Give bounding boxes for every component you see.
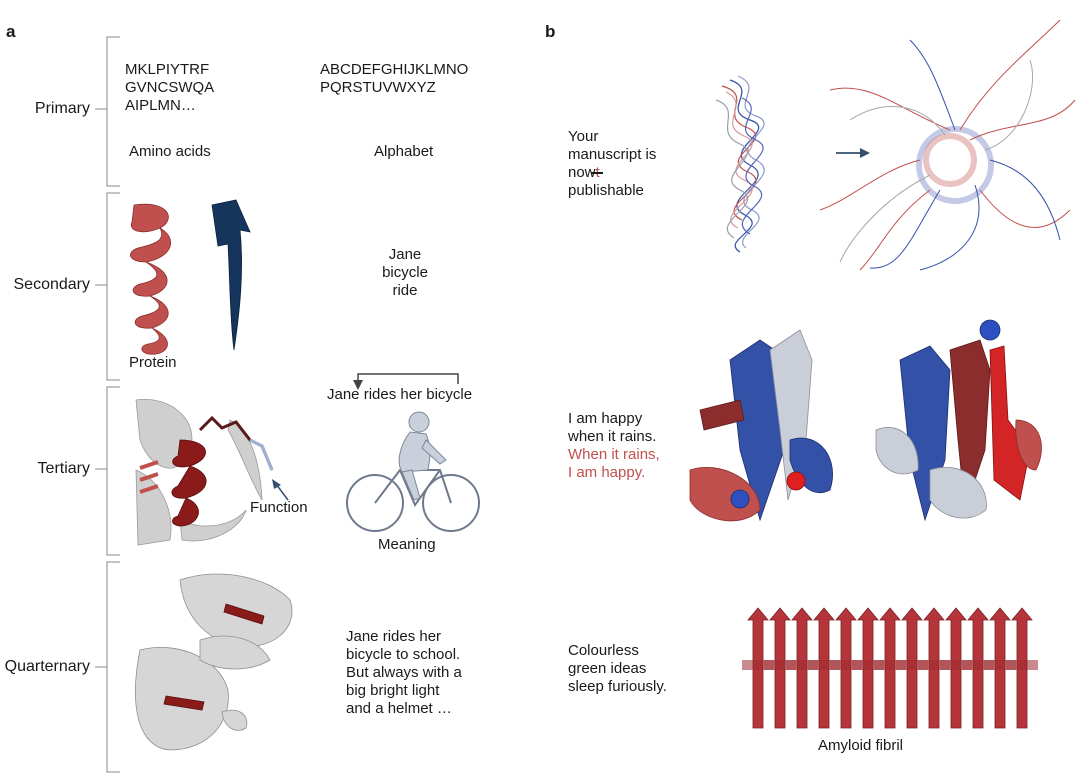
- disordered-ensemble-icon: [819, 19, 1076, 271]
- meaning-label: Meaning: [378, 536, 436, 553]
- fibril-cross-strand: [1006, 660, 1038, 670]
- panel-b-letter: b: [545, 22, 556, 41]
- function-label: Function: [250, 499, 308, 516]
- amino-acid-sequence: MKLPIYTRF GVNCSWQA AIPLMN…: [125, 61, 214, 115]
- quaternary-paragraph: Jane rides her bicycle to school. But al…: [346, 628, 462, 718]
- secondary-words: Jane bicycle ride: [360, 246, 450, 300]
- paragraph-line: bicycle to school.: [346, 646, 461, 663]
- amyloid-fibril-label: Amyloid fibril: [818, 737, 904, 754]
- level-label-secondary: Secondary: [13, 276, 91, 293]
- sequence-line: MKLPIYTRF: [125, 61, 210, 78]
- paragraph-line: Jane rides her: [346, 628, 442, 645]
- panel-a-letter: a: [6, 22, 16, 41]
- bracket-arrowhead-icon: [353, 380, 363, 390]
- rain-line-red: I am happy.: [568, 464, 646, 481]
- protein-fold-a-icon: [689, 329, 833, 522]
- tertiary-sentence: Jane rides her bicycle: [327, 386, 473, 403]
- amyloid-fibril-icon: [742, 607, 1038, 729]
- alphabet-caption: Alphabet: [374, 143, 434, 160]
- protein-label: Protein: [129, 354, 177, 371]
- beta-strand-icon: [211, 199, 251, 351]
- sequence-line: AIPLMN…: [125, 97, 196, 114]
- colourless-line: Colourless: [568, 642, 639, 659]
- now-word: now: [568, 164, 596, 181]
- manuscript-line: Your: [568, 128, 599, 145]
- amino-acids-caption: Amino acids: [129, 143, 211, 160]
- rain-line: I am happy: [568, 410, 643, 427]
- secondary-word: ride: [392, 282, 418, 299]
- rain-line-red: When it rains,: [568, 446, 660, 463]
- colourless-sentence: Colourless green ideas sleep furiously.: [568, 642, 667, 696]
- transition-arrow-icon: [860, 148, 870, 158]
- level-label-quarternary: Quarternary: [4, 658, 90, 675]
- colourless-line: green ideas: [568, 660, 647, 677]
- sequence-line: GVNCSWQA: [125, 79, 215, 96]
- alphabet-line: PQRSTUVWXYZ: [320, 79, 436, 96]
- cyclist-icon: [346, 469, 480, 532]
- level-label-primary: Primary: [34, 100, 90, 117]
- alphabet-text: ABCDEFGHIJKLMNO PQRSTUVWXYZ: [320, 61, 468, 97]
- alpha-helix-icon: [130, 203, 171, 355]
- alphabet-line: ABCDEFGHIJKLMNO: [320, 61, 469, 78]
- paragraph-line: and a helmet …: [346, 700, 452, 717]
- folded-ensemble-icon: [715, 75, 765, 253]
- secondary-word: bicycle: [382, 264, 428, 281]
- secondary-word: Jane: [388, 246, 422, 263]
- strikethrough-mark: [591, 172, 603, 174]
- rain-sentences: I am happy when it rains. When it rains,…: [568, 410, 660, 482]
- level-label-tertiary: Tertiary: [37, 460, 90, 477]
- paragraph-line: big bright light: [346, 682, 440, 699]
- manuscript-text: Your manuscript is nowt publishable: [568, 128, 656, 200]
- protein-fold-b-icon: [875, 319, 1042, 522]
- paragraph-line: But always with a: [346, 664, 462, 681]
- colourless-line: sleep furiously.: [568, 678, 667, 695]
- manuscript-line: publishable: [568, 182, 644, 199]
- rain-line: when it rains.: [568, 428, 657, 445]
- manuscript-line: manuscript is: [568, 146, 657, 163]
